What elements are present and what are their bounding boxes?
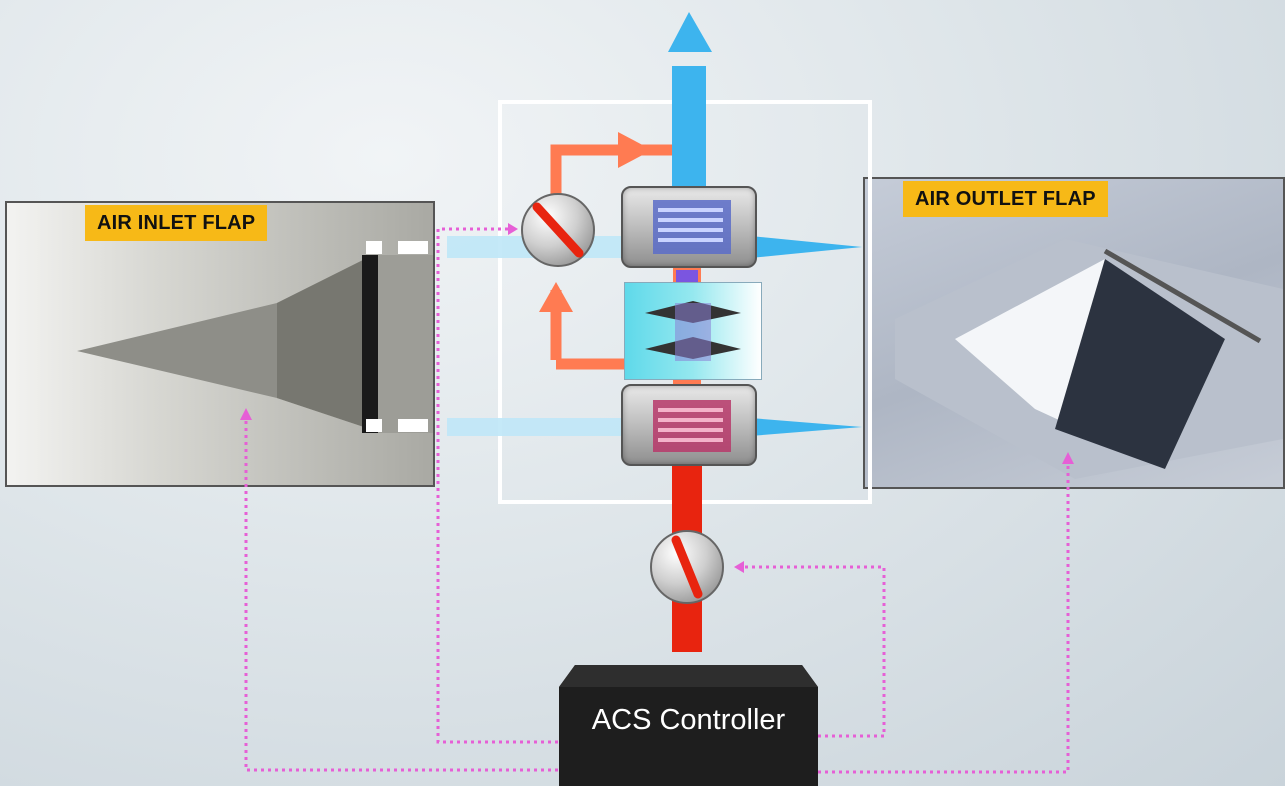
acs-controller-label: ACS Controller [591,704,786,736]
acs-controller-box[interactable] [559,665,818,786]
primary-heat-exchanger-icon [621,186,757,268]
controller-body [559,665,818,786]
bypass-arrow-right [618,132,652,168]
coil-fins [658,208,723,242]
cold-air-outlet-arrow [668,12,712,52]
air-cycle-machine-drawing [645,301,741,361]
butterfly-valve-icon [671,535,703,599]
shaft-icon [675,303,711,361]
inlet-frame [378,255,433,433]
outlet-flap-opening [1055,259,1225,469]
air-outlet-photo [863,177,1285,489]
inlet-mark-3 [366,419,382,432]
signal-to-bypass-valve [436,227,558,744]
ram-air-arrow-lower [750,418,862,436]
inlet-mark-2 [398,241,428,254]
air-outlet-drawing [895,239,1283,479]
heat-exchanger-coil-lower [653,400,731,452]
signal-to-outlet-flap [818,458,1070,774]
cold-air-duct [672,66,706,190]
air-inlet-flap-label: AIR INLET FLAP [85,205,268,241]
air-inlet-drawing [77,255,433,433]
inlet-duct-shade [277,258,367,428]
inlet-mark-4 [398,419,428,432]
main-heat-exchanger-icon [621,384,757,466]
valve-disc [671,535,703,599]
air-inlet-photo [5,201,435,487]
inlet-flap-opening [362,255,378,433]
air-outlet-flap-label: AIR OUTLET FLAP [903,181,1108,217]
valve-disc [532,202,584,258]
air-cycle-machine-icon [624,282,762,380]
ram-air-arrow-upper [750,236,862,258]
signal-to-inlet-flap [244,414,558,772]
bypass-valve-icon[interactable] [521,193,595,267]
pack-flow-valve-icon[interactable] [650,530,724,604]
outlet-vent-slats [1103,248,1262,344]
bypass-arrow-up [539,282,573,312]
signal-arrow-outlet [1062,452,1074,464]
signal-arrow-bypass [508,223,518,235]
inlet-mark-1 [366,241,382,254]
coil-body [653,400,731,452]
signal-arrow-pack [734,561,744,573]
butterfly-valve-icon [532,202,584,258]
coil-fins [658,408,723,442]
controller-top [559,665,818,687]
signal-arrow-inlet [240,408,252,420]
heat-exchanger-coil-upper [653,200,731,254]
